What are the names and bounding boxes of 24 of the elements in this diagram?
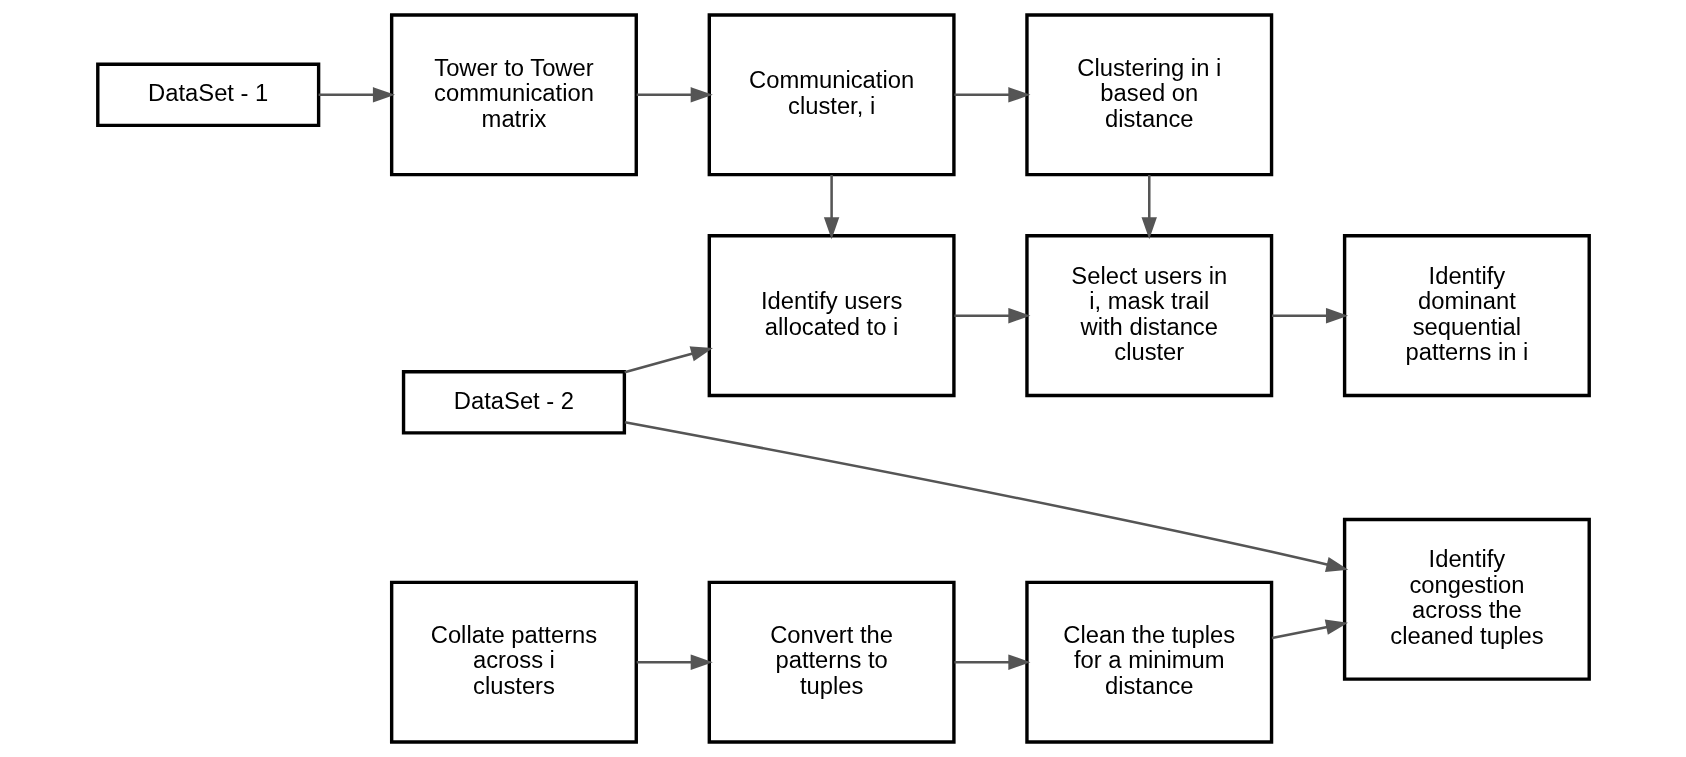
arrow [1271, 307, 1348, 324]
arrow [953, 87, 1030, 103]
node-box: Select users in i, mask trail with distance cluster [1024, 234, 1273, 398]
node-box: DataSet - 2 [401, 370, 626, 435]
node-box: Tower to Tower communication matrix [389, 13, 638, 177]
node-box: Communication cluster, i [707, 13, 956, 177]
node-box: DataSet - 1 [95, 62, 320, 128]
arrow [636, 654, 713, 670]
arrow [953, 654, 1030, 670]
arrow [1271, 619, 1348, 640]
arrow [318, 87, 395, 103]
node-box: Identify dominant sequential patterns in i [1342, 234, 1591, 398]
node-box: Convert the patterns to tuples [707, 580, 956, 744]
arrow [1141, 175, 1157, 240]
arrow [823, 175, 839, 240]
node-box: Clean the tuples for a minimum distance [1024, 580, 1273, 744]
node-box: Collate patterns across i clusters [389, 580, 638, 744]
arrow [623, 346, 713, 374]
node-box: Identify users allocated to i [707, 234, 956, 398]
arrow [953, 307, 1030, 324]
arrow [624, 421, 1348, 573]
node-box: Identify congestion across the cleaned tuples [1342, 517, 1591, 681]
arrow [636, 87, 713, 103]
node-box: Clustering in i based on distance [1024, 13, 1273, 177]
